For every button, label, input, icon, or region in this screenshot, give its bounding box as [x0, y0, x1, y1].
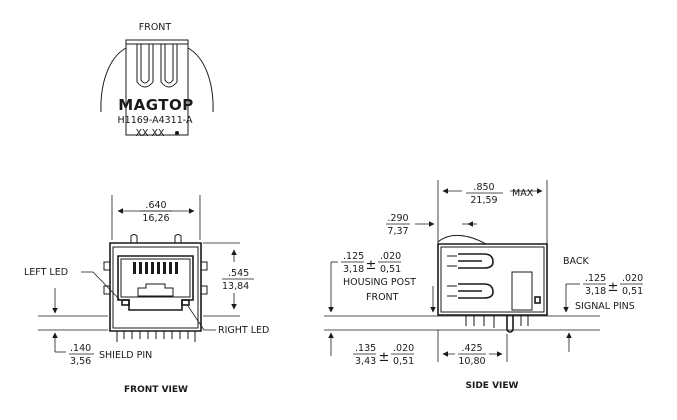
shield-pin-mm: 3,56 [70, 356, 91, 367]
top-view: FRONT MAGTOP H1169-A4311-A XX XX [100, 22, 214, 139]
right-led-label: RIGHT LED [218, 325, 269, 336]
depth-mm: 21,59 [470, 195, 497, 206]
back-label: BACK [563, 256, 589, 267]
post-mm: 3,18 [343, 264, 364, 275]
offset-mm: 7,37 [387, 226, 408, 237]
bottom-tol-mm: 0,51 [393, 356, 414, 367]
post-plus-minus: ± [366, 258, 377, 273]
pins-in: .125 [585, 273, 606, 284]
post-tol-in: .020 [380, 251, 401, 262]
shield-pin-in: .140 [70, 343, 91, 354]
pins-tol-in: .020 [622, 273, 643, 284]
side-view: .850 21,59 MAX .290 7,37 [324, 180, 643, 391]
post-in: .125 [343, 251, 364, 262]
left-led [121, 299, 130, 306]
pins-plus-minus: ± [608, 280, 619, 295]
bottom-mm: 3,43 [355, 356, 376, 367]
front-view-title: FRONT VIEW [124, 385, 188, 395]
pitch-in: .425 [461, 343, 482, 354]
pin1-dot [175, 131, 179, 135]
post-label: HOUSING POST [343, 277, 416, 288]
offset-in: .290 [387, 213, 408, 224]
side-front-label: FRONT [366, 292, 399, 303]
bottom-in: .135 [355, 343, 376, 354]
pins-label: SIGNAL PINS [575, 301, 635, 312]
depth-suffix: MAX [512, 188, 534, 199]
connector-top-outline [100, 39, 214, 136]
pins-front [116, 331, 196, 342]
front-width-mm: 16,26 [142, 213, 169, 224]
contact-fingers [133, 262, 178, 274]
bottom-plus-minus: ± [379, 350, 390, 365]
date-code: XX XX [135, 128, 165, 139]
shield-pin-label: SHIELD PIN [99, 350, 152, 361]
pitch-mm: 10,80 [458, 356, 485, 367]
front-width-in: .640 [145, 200, 166, 211]
front-view: .640 16,26 [24, 195, 269, 395]
connector-front-outline [103, 234, 208, 342]
connector-side-outline [437, 235, 548, 333]
bottom-tol-in: .020 [393, 343, 414, 354]
left-led-label: LEFT LED [24, 267, 68, 278]
pins-side [465, 315, 529, 333]
front-height-in: .545 [228, 268, 249, 279]
right-led [181, 299, 190, 306]
pins-mm: 3,18 [585, 286, 606, 297]
front-height-mm: 13,84 [222, 281, 249, 292]
top-view-title: FRONT [139, 22, 172, 33]
part-number: H1169-A4311-A [118, 115, 193, 126]
side-view-title: SIDE VIEW [466, 381, 519, 391]
pins-tol-mm: 0,51 [622, 286, 643, 297]
brand-logo: MAGTOP [118, 96, 194, 114]
depth-in: .850 [473, 182, 494, 193]
post-tol-mm: 0,51 [380, 264, 401, 275]
